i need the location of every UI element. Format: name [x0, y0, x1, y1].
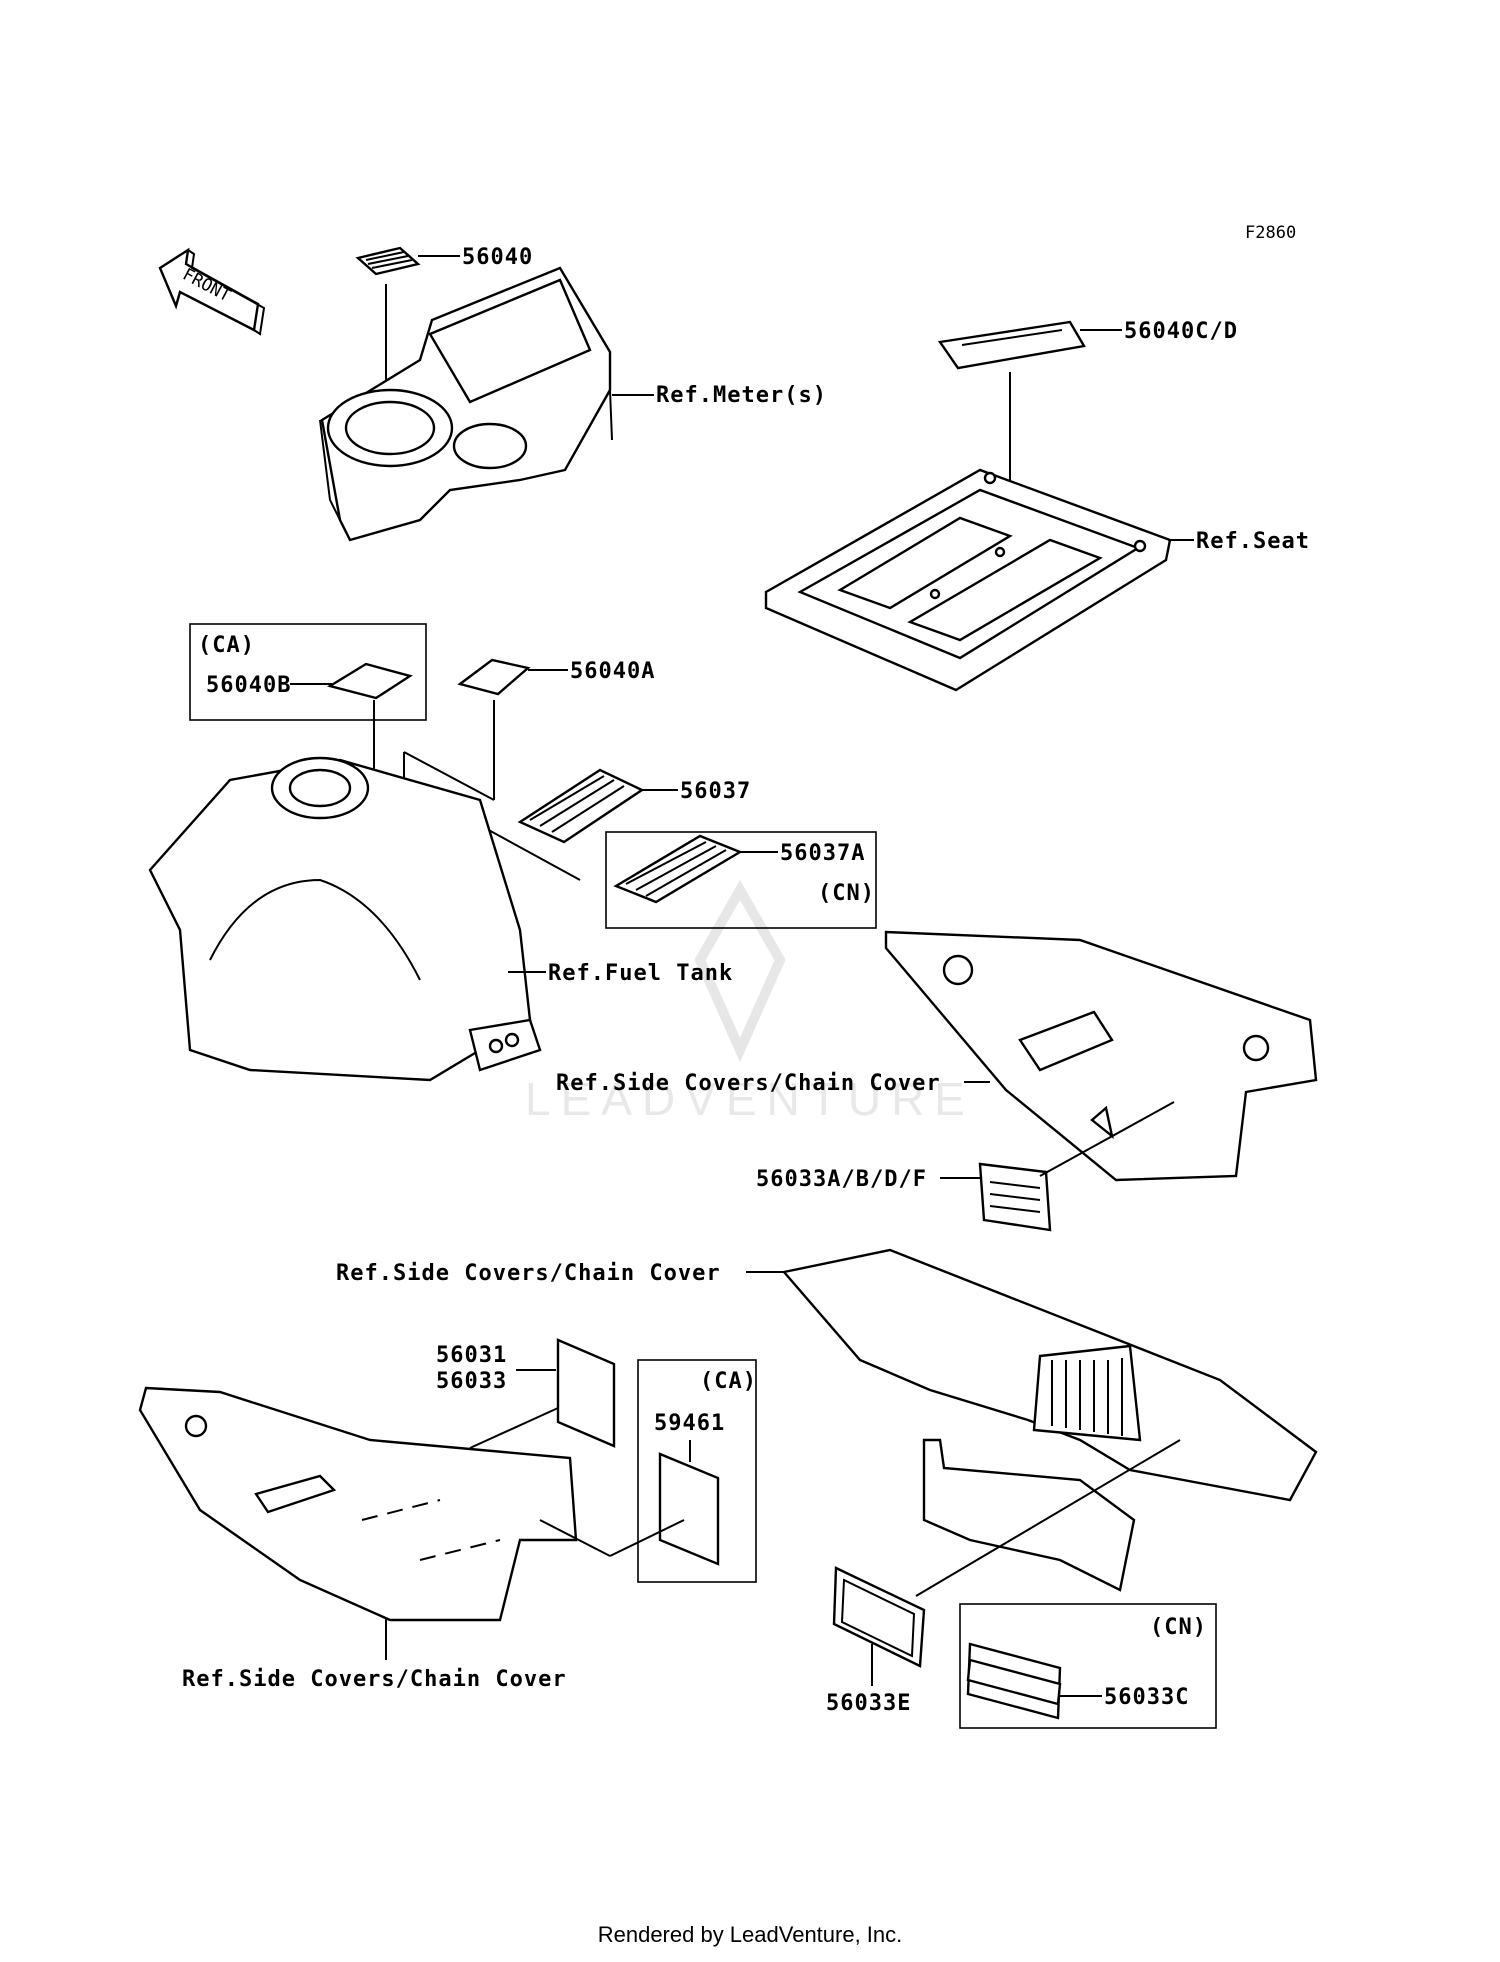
- side-cover-left-lower: Ref.Side Covers/Chain Cover: [138, 1386, 578, 1692]
- ref-fuel-tank: Ref.Fuel Tank: [548, 961, 733, 986]
- cn-tag-1: (CN): [818, 881, 875, 906]
- label-56033e: 56033E: [826, 1566, 926, 1716]
- cn-box-56033c: (CN) 56033C: [959, 1603, 1217, 1729]
- cn-box-56037a: 56037A (CN): [451, 809, 877, 929]
- ca-box-59461: (CA) 59461: [539, 1359, 757, 1583]
- ref-meter: Ref.Meter(s): [656, 383, 827, 408]
- label-56040: 56040: [355, 245, 533, 440]
- ref-side-covers-1: Ref.Side Covers/Chain Cover: [556, 1071, 941, 1096]
- part-56040cd: 56040C/D: [1124, 319, 1238, 344]
- part-56040a: 56040A: [570, 659, 655, 684]
- footer-credit: Rendered by LeadVenture, Inc.: [597, 1922, 903, 1947]
- watermark: LEADVENTURE: [525, 879, 975, 1125]
- cn-tag-2: (CN): [1150, 1615, 1207, 1640]
- fuel-tank: Ref.Fuel Tank: [148, 756, 733, 1082]
- ca-tag-2: (CA): [700, 1369, 757, 1394]
- chain-cover: Ref.Side Covers/Chain Cover: [336, 1248, 1318, 1597]
- front-arrow-icon: FRONT: [158, 247, 266, 336]
- part-56033abdf: 56033A/B/D/F: [756, 1167, 927, 1192]
- meter-assembly: Ref.Meter(s): [319, 266, 827, 542]
- ref-side-covers-3: Ref.Side Covers/Chain Cover: [182, 1667, 567, 1692]
- part-56033e: 56033E: [826, 1691, 911, 1716]
- watermark-text: LEADVENTURE: [525, 1073, 975, 1125]
- label-56031-56033: 56031 56033: [436, 1338, 616, 1449]
- part-56037a: 56037A: [780, 841, 865, 866]
- label-56037: 56037: [517, 768, 751, 844]
- part-59461: 59461: [654, 1411, 725, 1436]
- part-56040b: 56040B: [206, 673, 291, 698]
- ref-seat: Ref.Seat: [1196, 529, 1310, 554]
- ca-box-56040b: (CA) 56040B: [189, 623, 427, 842]
- part-56033: 56033: [436, 1369, 507, 1394]
- label-56033abdf: 56033A/B/D/F: [756, 1101, 1175, 1232]
- seat-base: Ref.Seat: [764, 468, 1310, 692]
- side-cover-right-upper: Ref.Side Covers/Chain Cover: [556, 930, 1318, 1182]
- part-56033c: 56033C: [1104, 1685, 1189, 1710]
- part-56040: 56040: [462, 245, 533, 270]
- ref-side-covers-2: Ref.Side Covers/Chain Cover: [336, 1261, 721, 1286]
- part-56031: 56031: [436, 1343, 507, 1368]
- ca-tag-1: (CA): [198, 633, 255, 658]
- part-56037: 56037: [680, 779, 751, 804]
- figure-id: F2860: [1245, 223, 1296, 243]
